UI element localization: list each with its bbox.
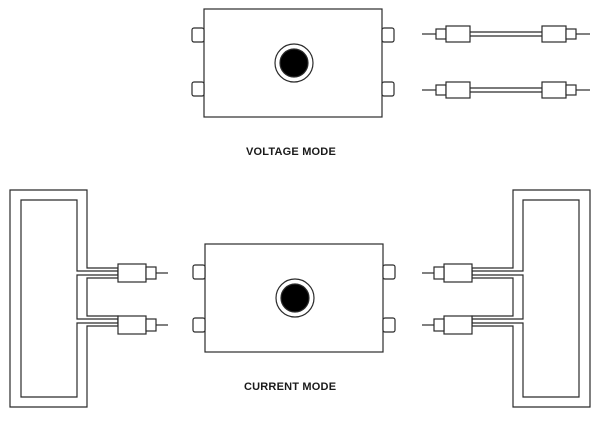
- current-terminal-left-bottom: [192, 317, 206, 333]
- current-right-connector-bottom: [422, 315, 473, 335]
- current-terminal-right-bottom: [382, 317, 396, 333]
- voltage-test-lead-1: [422, 25, 590, 43]
- current-terminal-left-top: [192, 264, 206, 280]
- current-loop-right: [471, 189, 591, 408]
- voltage-mode-device: [191, 8, 395, 118]
- current-knob: [280, 283, 310, 313]
- current-left-connector-top: [117, 263, 168, 283]
- current-mode-device: [192, 243, 396, 353]
- current-right-connector-top: [422, 263, 473, 283]
- voltage-test-lead-2: [422, 81, 590, 99]
- voltage-terminal-left-top: [191, 27, 205, 43]
- current-mode-caption: CURRENT MODE: [244, 381, 337, 393]
- voltage-terminal-right-top: [381, 27, 395, 43]
- voltage-terminal-left-bottom: [191, 81, 205, 97]
- voltage-terminal-right-bottom: [381, 81, 395, 97]
- current-terminal-right-top: [382, 264, 396, 280]
- current-loop-left: [9, 189, 119, 408]
- voltage-knob: [279, 48, 309, 78]
- voltage-mode-caption: VOLTAGE MODE: [246, 146, 336, 158]
- current-left-connector-bottom: [117, 315, 168, 335]
